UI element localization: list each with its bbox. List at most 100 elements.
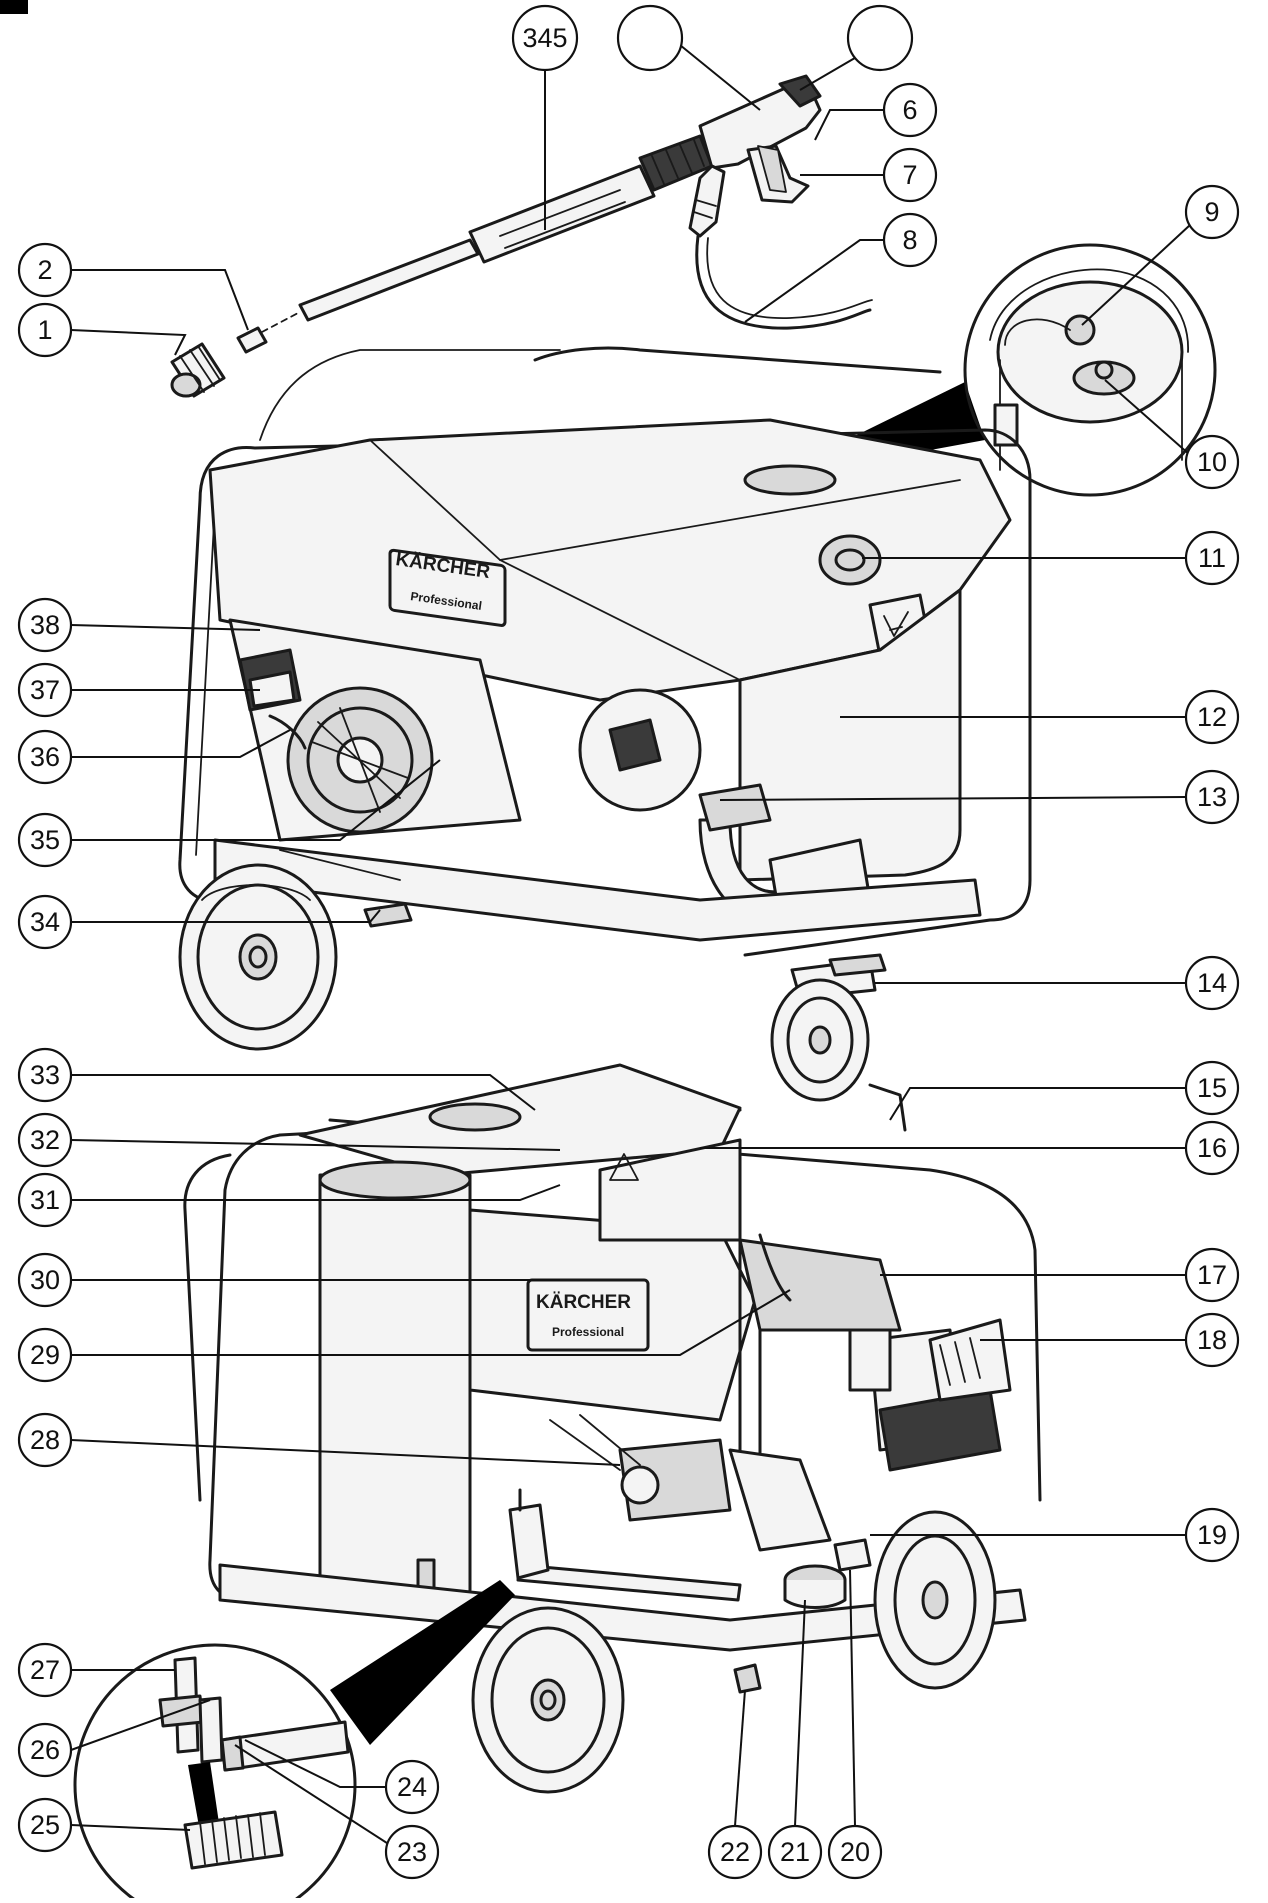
callout-number: 16 (1197, 1133, 1227, 1163)
callout-24: 24 (244, 1739, 440, 1815)
hose-bottom (758, 1233, 792, 1302)
callout-number: 8 (902, 225, 917, 255)
callout-leader (71, 759, 441, 841)
detail-view-inlet (73, 1580, 515, 1903)
callout-bubble (616, 4, 684, 72)
callout-number: 345 (522, 23, 567, 53)
callout-number: 21 (780, 1837, 810, 1867)
callout-bubble (17, 302, 73, 358)
side-cover (738, 588, 962, 882)
callout-9: 9 (1081, 184, 1240, 326)
callout-35: 35 (17, 759, 441, 868)
callout-bubble (17, 1642, 73, 1698)
callout-bubble (17, 1112, 73, 1168)
callout-number: 1 (37, 315, 52, 345)
filter-screen (183, 1810, 284, 1870)
callout-27: 27 (17, 1642, 175, 1698)
callout-bubble (17, 1327, 73, 1383)
callout-29: 29 (17, 1289, 791, 1383)
callout-bubble (17, 1252, 73, 1308)
callout-bubble (384, 1824, 440, 1880)
callout-bubble (17, 1047, 73, 1103)
callout-leader (734, 1689, 746, 1827)
callout-1: 1 (17, 302, 187, 358)
callout-leader (234, 1744, 391, 1846)
callout-leader (1104, 379, 1191, 456)
callout-number: 13 (1197, 782, 1227, 812)
callout-number: 30 (30, 1265, 60, 1295)
callout-leader (849, 1569, 856, 1827)
hose-connector (688, 164, 726, 238)
callout-bubble (17, 597, 73, 653)
tank-clip (416, 1558, 436, 1590)
brand-name-bottom: KÄRCHER (536, 1292, 631, 1313)
callout-bubble (1184, 689, 1240, 745)
spray-gun-assembly (170, 74, 873, 398)
detail-wedge-bottom (330, 1580, 515, 1745)
callout-5 (799, 4, 914, 91)
callout-20: 20 (827, 1569, 883, 1880)
callout-7: 7 (800, 147, 938, 203)
callout-34: 34 (17, 894, 381, 950)
callout-number: 26 (30, 1735, 60, 1765)
callout-bubble (1184, 955, 1240, 1011)
lance-grip (468, 164, 656, 264)
machine-top-view: KÄRCHER Professional (178, 346, 1032, 1102)
engine-bottom (738, 1238, 1012, 1542)
callout-number: 28 (30, 1425, 60, 1455)
callout-number: 25 (30, 1810, 60, 1840)
callout-33: 33 (17, 1047, 536, 1111)
callout-26: 26 (17, 1699, 211, 1778)
brand-plate-top: KÄRCHER Professional (388, 548, 507, 627)
callout-16: 16 (700, 1120, 1240, 1176)
callout-number: 2 (37, 255, 52, 285)
callout-leader (71, 909, 381, 923)
callout-leader (794, 1599, 806, 1827)
callout-23: 23 (234, 1744, 440, 1880)
callout-19: 19 (870, 1507, 1240, 1563)
callout-bubble (1184, 1120, 1240, 1176)
callout-bubble (1184, 1507, 1240, 1563)
callout-bubble (17, 1172, 73, 1228)
callout-11: 11 (862, 530, 1240, 586)
callout-number: 15 (1197, 1073, 1227, 1103)
callout-number: 22 (720, 1837, 750, 1867)
callout-6: 6 (814, 82, 938, 141)
callout-12: 12 (840, 689, 1240, 745)
callout-36: 36 (17, 729, 291, 785)
top-frame-tube (198, 428, 1032, 957)
callout-number: 31 (30, 1185, 60, 1215)
callout-bubble (17, 242, 73, 298)
holder-clip (363, 902, 413, 928)
control-dial (818, 534, 882, 586)
callout-10: 10 (1104, 379, 1240, 490)
callout-30: 30 (17, 1252, 560, 1308)
callout-bubble (882, 212, 938, 268)
callout-bubble (17, 1797, 73, 1853)
callout-number: 32 (30, 1125, 60, 1155)
water-tank (318, 1173, 472, 1607)
detail-view-fuel-cap (810, 243, 1217, 497)
callout-bubble (1184, 530, 1240, 586)
callout-number: 11 (1198, 543, 1226, 573)
callout-number: 23 (397, 1837, 427, 1867)
callout-number: 33 (30, 1060, 60, 1090)
callout-bubble (882, 147, 938, 203)
callout-leader (719, 796, 1187, 801)
callout-2: 2 (17, 242, 249, 331)
engine-switch (248, 670, 296, 708)
machine-bottom-view: KÄRCHER Professional (183, 1063, 1042, 1794)
callout-bubble (1184, 769, 1240, 825)
callout-leader (814, 109, 884, 141)
callout-bubble (511, 4, 579, 72)
callout-8: 8 (744, 212, 938, 323)
callout-number: 36 (30, 742, 60, 772)
callout-bubble (1184, 1247, 1240, 1303)
funnel-stand (549, 1414, 641, 1471)
callout-number: 19 (1197, 1520, 1227, 1550)
callout-bubble (1184, 1312, 1240, 1368)
callout-number: 10 (1197, 447, 1227, 477)
bottom-base-plate (218, 1563, 1027, 1652)
callout-bubble (17, 894, 73, 950)
trigger-guard (757, 145, 787, 193)
